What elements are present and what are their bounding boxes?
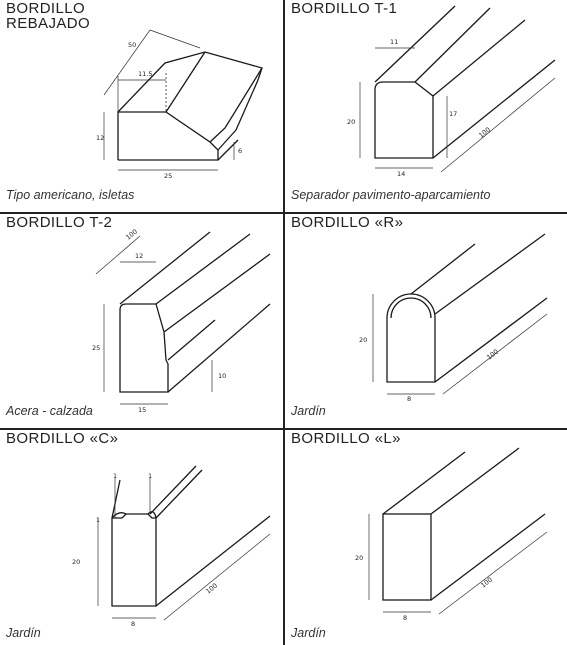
panel-title: BORDILLO «R» (291, 214, 404, 231)
panel-title: BORDILLO T-2 (6, 214, 113, 231)
dim-height: 12 (96, 134, 104, 142)
dim-top-width: 11.5 (138, 70, 152, 78)
dim-length: 100 (477, 126, 492, 140)
dim-base: 25 (164, 172, 172, 180)
panel-caption: Jardín (291, 626, 326, 640)
l-curb-drawing: 20 100 8 (355, 447, 548, 622)
panel-bordillo-r: BORDILLO «R» 20 100 8 Jardín (285, 214, 567, 428)
dim-height: 20 (72, 558, 80, 566)
panel-title: BORDILLO REBAJADO (6, 0, 91, 32)
panel-caption: Acera - calzada (6, 404, 93, 418)
panel-caption: Jardín (6, 626, 41, 640)
t2-curb-drawing: 100 12 25 10 15 (92, 228, 271, 414)
dim-inner: 17 (449, 110, 457, 118)
dim-length: 50 (128, 41, 136, 49)
panel-title: BORDILLO T-1 (291, 0, 398, 17)
dim-lip: 6 (238, 147, 242, 155)
dim-notch: 1 (96, 516, 100, 524)
panel-caption: Tipo americano, isletas (6, 188, 135, 202)
grid-divider-vertical (283, 0, 285, 645)
dim-lip-right: 1 (148, 472, 152, 480)
dim-height: 20 (355, 554, 363, 562)
dim-base: 14 (397, 170, 405, 178)
c-curb-drawing: 1 1 1 20 100 8 (72, 465, 271, 628)
r-curb-drawing: 20 100 8 (359, 233, 548, 403)
panel-caption: Separador pavimento-aparcamiento (291, 188, 491, 202)
panel-caption: Jardín (291, 404, 326, 418)
dim-length: 100 (485, 348, 500, 362)
panel-bordillo-t2: BORDILLO T-2 100 12 25 10 15 Acera - cal… (0, 214, 283, 428)
rebajado-curb-drawing: 50 11.5 12 6 25 (96, 29, 264, 180)
grid-divider-row1 (0, 212, 567, 214)
dim-base: 8 (403, 614, 407, 622)
dim-top: 12 (135, 252, 143, 260)
dim-height: 25 (92, 344, 100, 352)
dim-height: 20 (359, 336, 367, 344)
dim-base: 15 (138, 406, 146, 414)
panel-title: BORDILLO «C» (6, 430, 119, 447)
t1-curb-drawing: 11 20 17 14 100 (347, 5, 556, 178)
dim-length: 100 (204, 582, 219, 596)
dim-step: 10 (218, 372, 226, 380)
dim-height: 20 (347, 118, 355, 126)
dim-length: 100 (479, 576, 494, 590)
panel-bordillo-l: BORDILLO «L» 20 100 8 Jardín (285, 430, 567, 645)
dim-lip-left: 1 (113, 472, 117, 480)
dim-base: 8 (131, 620, 135, 628)
dim-base: 8 (407, 395, 411, 403)
dim-length: 100 (124, 228, 139, 242)
panel-title: BORDILLO «L» (291, 430, 401, 447)
panel-bordillo-c: BORDILLO «C» 1 1 1 20 100 8 Jardín (0, 430, 283, 645)
panel-bordillo-t1: BORDILLO T-1 11 20 17 14 100 Separador p… (285, 0, 567, 212)
panel-bordillo-rebajado: BORDILLO REBAJADO 50 11.5 12 6 25 (0, 0, 283, 212)
dim-top: 11 (390, 38, 398, 46)
grid-divider-row2 (0, 428, 567, 430)
